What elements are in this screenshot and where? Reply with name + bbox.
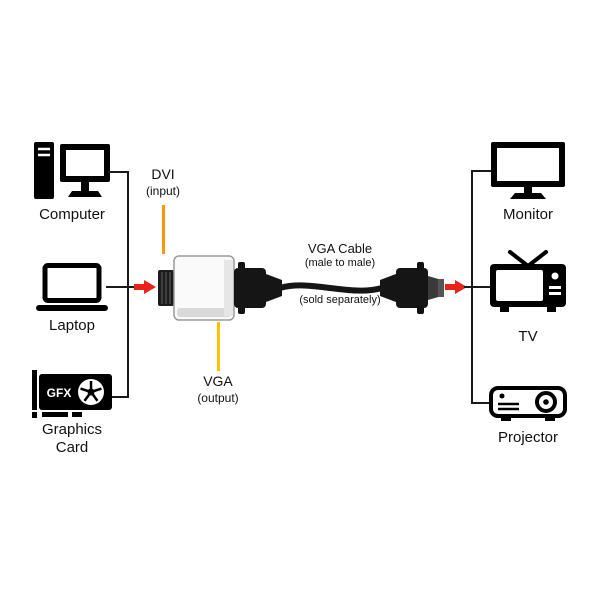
dvi-vga-adapter-body — [173, 255, 235, 321]
right-bracket-projector-stub — [473, 402, 489, 404]
left-bracket-graphics-card-stub — [112, 396, 129, 398]
vga-cable — [277, 282, 385, 294]
left-bracket-computer-stub — [108, 171, 129, 173]
right-bracket-monitor-stub — [473, 170, 491, 172]
monitor-label: Monitor — [502, 206, 554, 223]
laptop-label: Laptop — [49, 317, 95, 334]
dvi-label: DVI — [151, 166, 175, 182]
vga-connector-left — [234, 262, 282, 314]
tv-label: TV — [518, 328, 538, 345]
vga-pointer-line — [217, 322, 220, 371]
desktop-computer-icon — [34, 142, 110, 199]
tv-icon — [490, 250, 566, 312]
output-arrow-icon — [445, 280, 467, 294]
left-bracket-vertical-line — [127, 171, 129, 397]
left-bracket-laptop-stub — [106, 286, 135, 288]
vga-connector-right — [380, 262, 444, 314]
monitor-icon — [491, 142, 565, 199]
gfx-chip-label: GFX — [47, 386, 72, 400]
vga-cable-note: (sold separately) — [299, 294, 381, 306]
vga-cable-type: (male to male) — [304, 257, 376, 269]
projector-icon — [489, 386, 567, 421]
laptop-icon — [36, 263, 108, 311]
dvi-pointer-line — [162, 205, 165, 254]
dvi-plug — [158, 270, 174, 306]
dvi-vga-adapter-and-cable-illustration — [158, 255, 444, 321]
graphics-card-label: Graphics Card — [41, 421, 103, 456]
input-arrow-icon — [134, 280, 156, 294]
vga-cable-name: VGA Cable — [307, 241, 373, 256]
vga-sublabel: (output) — [197, 391, 239, 405]
graphics-card-icon: GFX — [32, 370, 112, 418]
projector-label: Projector — [497, 429, 559, 446]
right-bracket-tv-stub — [464, 286, 490, 288]
vga-label: VGA — [203, 373, 233, 389]
dvi-sublabel: (input) — [145, 184, 180, 198]
computer-label: Computer — [39, 206, 105, 223]
